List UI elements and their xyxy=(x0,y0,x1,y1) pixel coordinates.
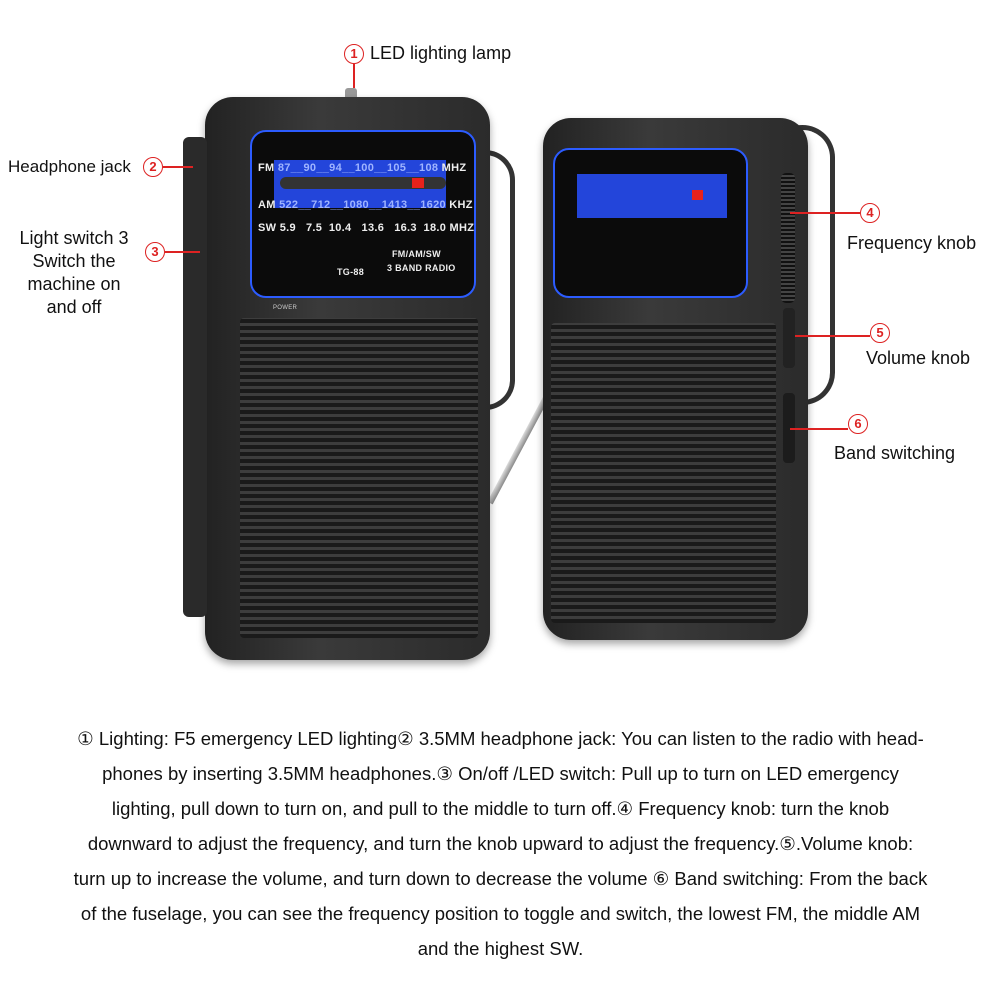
band-desc: 3 BAND RADIO xyxy=(387,263,456,273)
description-line: downward to adjust the frequency, and tu… xyxy=(87,833,914,854)
callout-3-line: Switch the xyxy=(32,251,116,271)
band-switch xyxy=(783,393,795,463)
am-scale: 522__712__1080__1413__1620 xyxy=(279,199,446,211)
callout-3-label: Light switch 3 Switch the machine on and… xyxy=(0,227,148,319)
callout-3-line: Light switch 3 xyxy=(19,228,129,248)
speaker-grille-2 xyxy=(551,323,776,623)
model-name: TG-88 xyxy=(337,267,365,277)
tuning-display: FM 87__90__94__100__105__108 MHZ AM 522_… xyxy=(250,130,476,298)
band-type: FM/AM/SW xyxy=(392,249,441,259)
leader-line-4 xyxy=(790,212,860,214)
am-unit: KHZ xyxy=(449,199,473,211)
callout-2-label: Headphone jack xyxy=(8,157,131,176)
sw-label: SW xyxy=(258,222,277,234)
sw-scale: 5.9 7.5 10.4 13.6 16.3 18.0 xyxy=(279,222,447,234)
callout-6-label: Band switching xyxy=(834,443,956,463)
tuning-indicator-2 xyxy=(692,190,703,200)
frequency-knob xyxy=(781,173,795,303)
side-panel xyxy=(183,137,207,617)
callout-3-line: and off xyxy=(46,297,102,317)
fm-unit: MHZ xyxy=(441,162,467,174)
radio-back-side xyxy=(543,118,808,640)
power-label: POWER xyxy=(273,305,298,311)
tuning-indicator xyxy=(412,178,424,188)
callout-1-label: LED lighting lamp xyxy=(370,43,512,63)
description-line: of the fuselage, you can see the frequen… xyxy=(80,903,921,924)
sw-unit: MHZ xyxy=(449,222,475,234)
callout-4-label: Frequency knob xyxy=(847,233,977,253)
callout-2-marker: 2 xyxy=(143,157,163,177)
callout-4-marker: 4 xyxy=(860,203,880,223)
callout-6-marker: 6 xyxy=(848,414,868,434)
description-line: turn up to increase the volume, and turn… xyxy=(73,868,928,889)
leader-line-3 xyxy=(165,251,200,253)
fm-am-band-2 xyxy=(577,174,727,218)
fm-scale: 87__90__94__100__105__108 xyxy=(277,162,439,174)
description-line: ① Lighting: F5 emergency LED lighting② 3… xyxy=(77,728,924,749)
callout-5-marker: 5 xyxy=(870,323,890,343)
tuning-display-2 xyxy=(553,148,748,298)
feature-description: ① Lighting: F5 emergency LED lighting② 3… xyxy=(0,721,1001,966)
callout-3-line: machine on xyxy=(27,274,121,294)
fm-label: FM xyxy=(258,162,275,174)
radio-front: FM 87__90__94__100__105__108 MHZ AM 522_… xyxy=(183,97,490,660)
tuning-bar xyxy=(280,177,446,189)
description-line: lighting, pull down to turn on, and pull… xyxy=(111,798,890,819)
leader-line-1 xyxy=(353,64,355,88)
description-line: phones by inserting 3.5MM headphones.③ O… xyxy=(102,763,899,784)
speaker-grille xyxy=(240,318,478,638)
callout-1-marker: 1 xyxy=(344,44,364,64)
volume-knob xyxy=(783,308,795,368)
callout-3-marker: 3 xyxy=(145,242,165,262)
leader-line-5 xyxy=(795,335,870,337)
leader-line-6 xyxy=(790,428,848,430)
callout-5-label: Volume knob xyxy=(866,348,971,368)
am-label: AM xyxy=(258,199,276,211)
description-line: and the highest SW. xyxy=(417,938,584,959)
leader-line-2 xyxy=(163,166,193,168)
